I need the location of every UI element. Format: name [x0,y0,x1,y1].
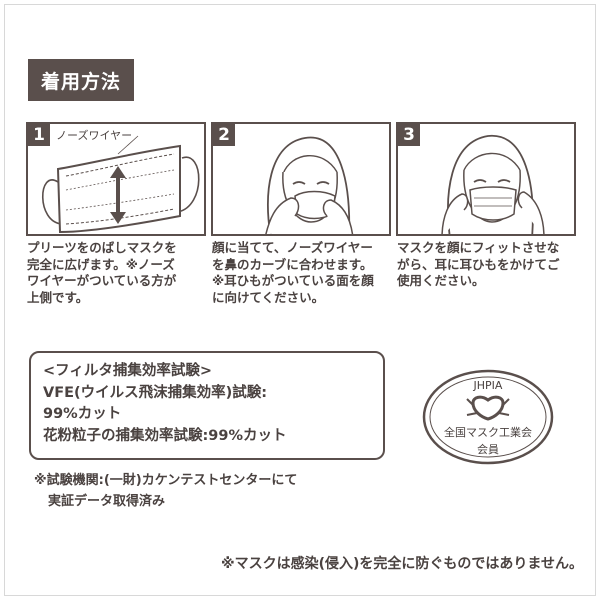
step-1-line: 完全に広げます。※ノーズ [27,256,175,272]
test-institution-note: ※試験機関:(一財)カケンテストセンターにて 実証データ取得済み [34,470,297,512]
step-1-line: プリーツをのばしマスクを [27,240,177,255]
step-2-panel: 2 [211,122,391,236]
step-3-line: マスクを顔にフィットさせな [397,240,560,255]
step-1-number: 1 [28,124,50,146]
woman-wearing-mask-illustration [441,135,545,234]
step-3-description: マスクを顔にフィットさせな がら、耳に耳ひもをかけてご 使用ください。 [397,240,579,290]
step-2-description: 顔に当てて、ノーズワイヤー を鼻のカーブに合わせます。 ※耳ひもがついている面を… [212,240,394,306]
step-3-panel: 3 [396,122,576,236]
step-1-description: プリーツをのばしマスクを 完全に広げます。※ノーズ ワイヤーがついている方が 上… [27,240,209,306]
mask-unfolded-illustration [42,135,200,234]
seal-middle-text: 全国マスク工業会 [444,425,532,439]
seal-top-text: JHPIA [473,379,503,392]
step-3-number: 3 [398,124,420,146]
filter-test-box: <フィルタ捕集効率試験> VFE(ウイルス飛沫捕集効率)試験: 99%カット 花… [29,351,385,460]
step-3-line: がら、耳に耳ひもをかけてご [397,256,560,272]
step-1-line: ワイヤーがついている方が [27,273,177,288]
jhpia-member-seal: JHPIA 全国マスク工業会 会員 [422,369,554,465]
page-title: 着用方法 [28,59,134,101]
step-2-line: 顔に当てて、ノーズワイヤー [212,240,373,255]
step-3-line: 使用ください。 [397,273,485,288]
nose-wire-label: ノーズワイヤー [56,129,133,142]
seal-bottom-text: 会員 [477,443,499,456]
filter-result-line: 花粉粒子の捕集効率試験:99%カット [43,427,287,444]
filter-result-line: VFE(ウイルス飛沫捕集効率)試験: [43,384,268,401]
filter-result-line: 99%カット [43,406,122,422]
disclaimer-text: ※マスクは感染(侵入)を完全に防ぐものではありません。 [221,556,583,572]
step-2-number: 2 [213,124,235,146]
step-1-panel: 1 ノーズワイヤー [26,122,206,236]
filter-heading: <フィルタ捕集効率試験> [43,363,213,379]
mask-heart-icon [466,395,510,421]
woman-placing-mask-illustration [265,136,354,234]
note-line: 実証データ取得済み [48,494,166,509]
step-2-line: ※耳ひもがついている面を顔 [212,273,374,288]
note-line: ※試験機関:(一財)カケンテストセンターにて [34,473,298,488]
step-2-line: を鼻のカーブに合わせます。 [212,256,373,272]
page-frame [4,4,596,596]
step-2-line: に向けてください。 [212,289,325,305]
step-1-line: 上側です。 [27,289,89,305]
